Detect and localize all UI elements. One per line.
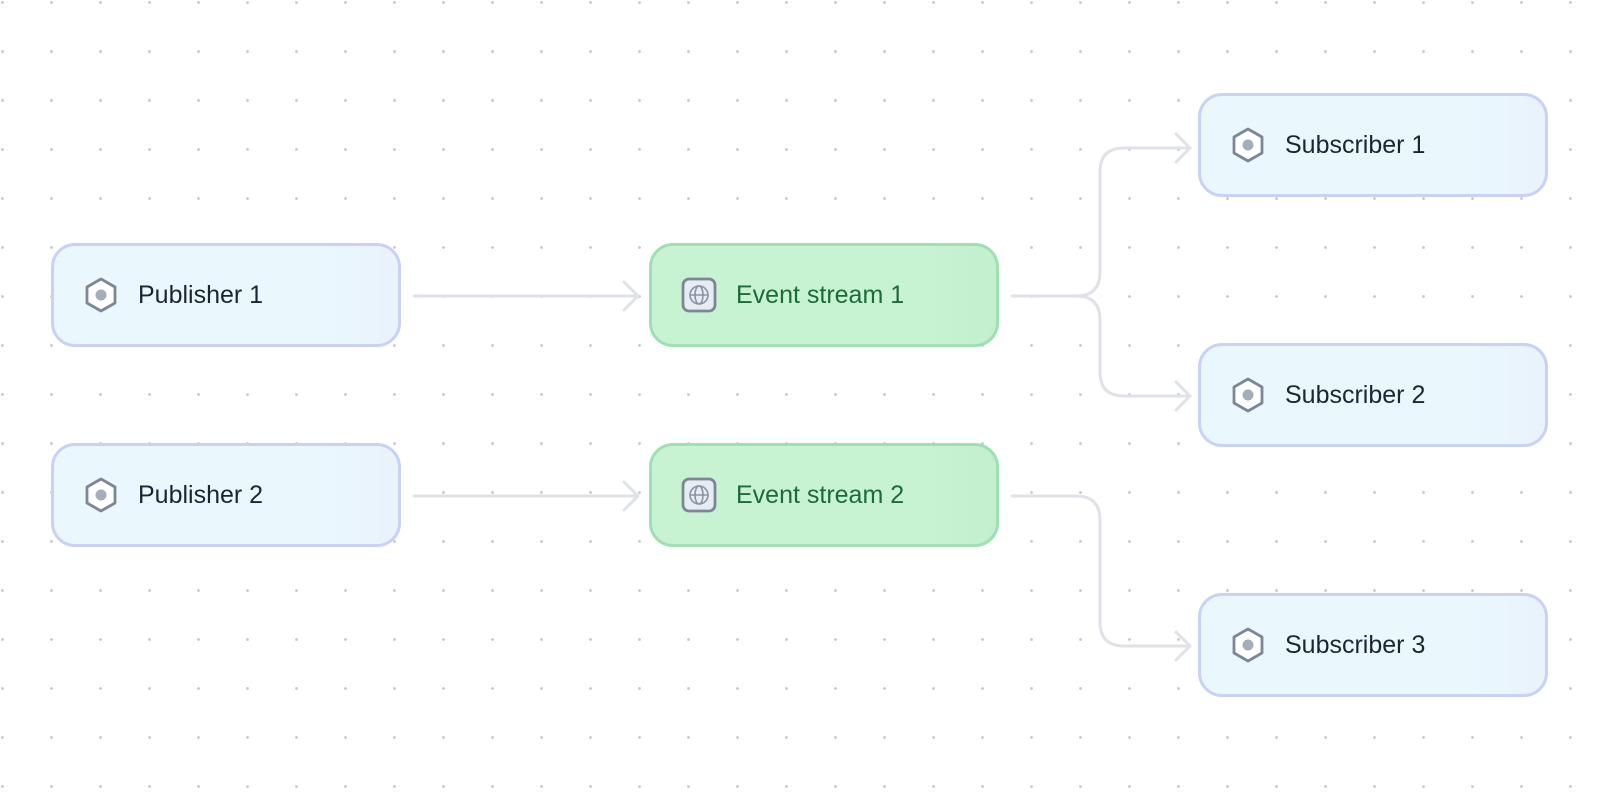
arrowhead-icon xyxy=(1174,380,1192,412)
edge-event-stream-1-to-subscriber-1 xyxy=(1010,132,1192,298)
node-subscriber-1[interactable]: Subscriber 1 xyxy=(1198,93,1548,197)
arrowhead-icon xyxy=(622,280,640,312)
arrowhead-icon xyxy=(1174,132,1192,164)
node-label: Event stream 1 xyxy=(736,280,905,309)
node-event-stream-2[interactable]: Event stream 2 xyxy=(649,443,999,547)
node-subscriber-3[interactable]: Subscriber 3 xyxy=(1198,593,1548,697)
node-publisher-1[interactable]: Publisher 1 xyxy=(51,243,401,347)
globe-icon xyxy=(681,277,717,313)
node-label: Subscriber 2 xyxy=(1285,380,1426,409)
node-label: Subscriber 3 xyxy=(1285,630,1426,659)
globe-icon xyxy=(681,477,717,513)
node-label: Subscriber 1 xyxy=(1285,130,1426,159)
edge-event-stream-2-to-subscriber-3 xyxy=(1010,494,1192,662)
hexagon-icon xyxy=(85,477,117,513)
arrowhead-icon xyxy=(622,480,640,512)
node-label: Publisher 2 xyxy=(138,480,264,509)
hexagon-icon xyxy=(1232,127,1264,163)
hexagon-icon xyxy=(1232,377,1264,413)
node-label: Publisher 1 xyxy=(138,280,264,309)
edge-event-stream-1-to-subscriber-2 xyxy=(1074,294,1192,412)
node-subscriber-2[interactable]: Subscriber 2 xyxy=(1198,343,1548,447)
arrowhead-icon xyxy=(1174,630,1192,662)
hexagon-icon xyxy=(85,277,117,313)
edge-publisher-1-to-event-stream-1 xyxy=(412,280,640,312)
node-event-stream-1[interactable]: Event stream 1 xyxy=(649,243,999,347)
edge-publisher-2-to-event-stream-2 xyxy=(412,480,640,512)
node-label: Event stream 2 xyxy=(736,480,905,509)
hexagon-icon xyxy=(1232,627,1264,663)
node-publisher-2[interactable]: Publisher 2 xyxy=(51,443,401,547)
